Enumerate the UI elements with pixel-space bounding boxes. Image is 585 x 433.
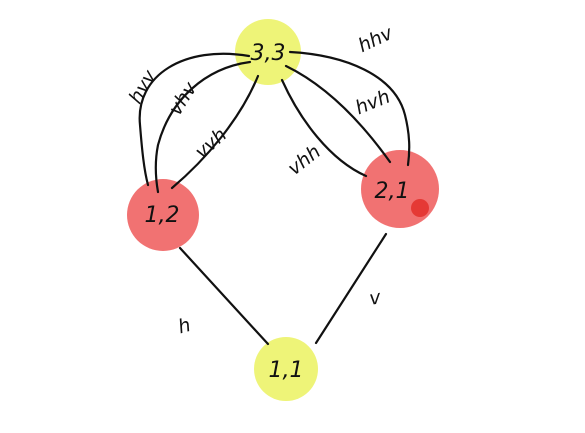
red-dot-marker [411,199,429,217]
edge-3-3-to-2-1-hhv [288,50,411,167]
edge-label-hhv: hhv [355,22,397,57]
edge-1-2-to-1-1-h [178,246,270,346]
edge-label-hvh: hvh [352,86,393,120]
node-1-2-label: 1,2 [145,203,180,228]
edge-3-3-to-2-1-hvh [284,64,392,164]
node-1-1-label: 1,1 [269,358,304,383]
edge-label-hvv: hvv [125,66,162,108]
edge-3-3-to-1-2-vhv [154,60,252,194]
edge-label-vhh: vhh [284,141,325,180]
edge-label-h: h [176,314,193,338]
node-1-2-circle [127,179,199,251]
node-1-1-circle [254,337,318,401]
edge-2-1-to-1-1-v [314,232,388,345]
node-2-1-label: 2,1 [375,179,410,204]
edge-label-v: v [368,286,384,310]
edge-label-vvh: vvh [191,124,231,163]
edge-3-3-to-2-1-vhh [280,78,368,178]
edge-3-3-to-1-2-hvv [138,52,251,187]
node-3-3-label: 3,3 [251,41,286,66]
edge-3-3-to-1-2-vvh [170,74,260,190]
node-3-3-circle [235,19,301,85]
